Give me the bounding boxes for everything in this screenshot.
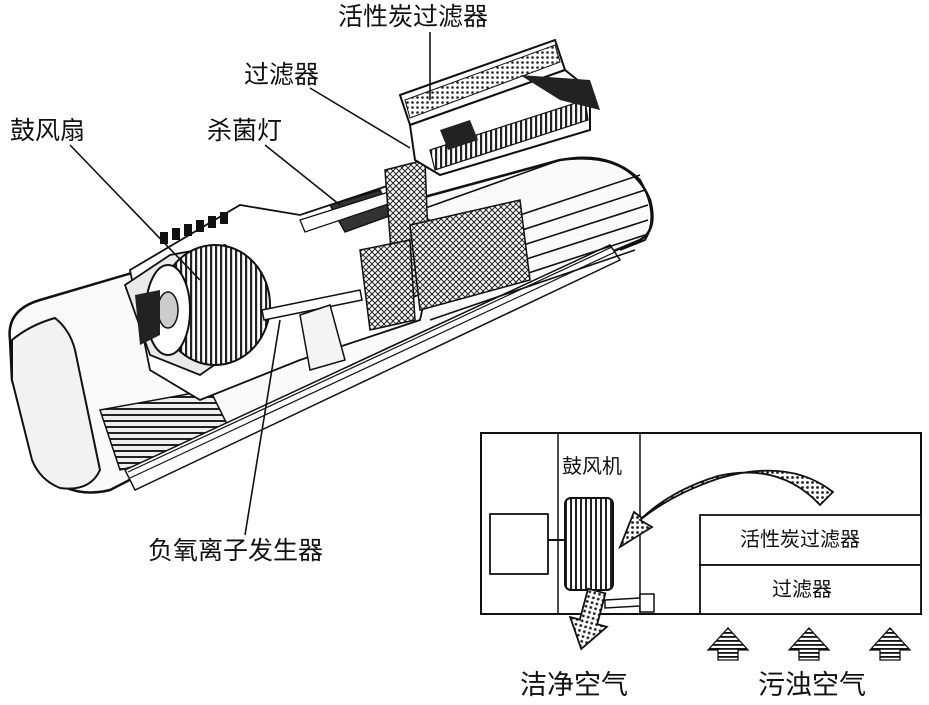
- recirculation-arrow: [618, 469, 835, 550]
- label-ion-generator: 负氧离子发生器: [148, 536, 324, 565]
- dirty-air-label: 污浊空气: [758, 670, 866, 701]
- filter-stack: [359, 159, 531, 331]
- dirty-air-arrows: [706, 627, 912, 661]
- schematic-filter-label: 过滤器: [772, 577, 832, 601]
- dirty-air-arrow-1: [706, 627, 750, 661]
- label-charcoal-filter: 活性炭过滤器: [338, 2, 489, 31]
- shaft: [261, 289, 363, 371]
- label-fan: 鼓风扇: [10, 116, 86, 145]
- schematic-charcoal-filter-label: 活性炭过滤器: [740, 527, 860, 551]
- charcoal-filter-cartridge: [398, 38, 600, 177]
- clean-air-arrow: [568, 587, 609, 651]
- filter-box: [699, 564, 922, 615]
- leader-lines: [69, 32, 431, 536]
- label-filter: 过滤器: [244, 60, 320, 89]
- base-grill: [99, 244, 622, 491]
- blower-wheel-symbol: [564, 497, 614, 591]
- dirty-air-arrow-3: [868, 627, 912, 661]
- clean-air-label: 洁净空气: [520, 670, 628, 701]
- dirty-air-arrow-2: [787, 627, 831, 661]
- ion-generator-symbol: [604, 593, 655, 613]
- schematic-blower-label: 鼓风机: [562, 454, 622, 478]
- blower-wheel: [135, 244, 271, 366]
- motor-box: [489, 513, 549, 575]
- label-uv-lamp: 杀菌灯: [207, 116, 283, 145]
